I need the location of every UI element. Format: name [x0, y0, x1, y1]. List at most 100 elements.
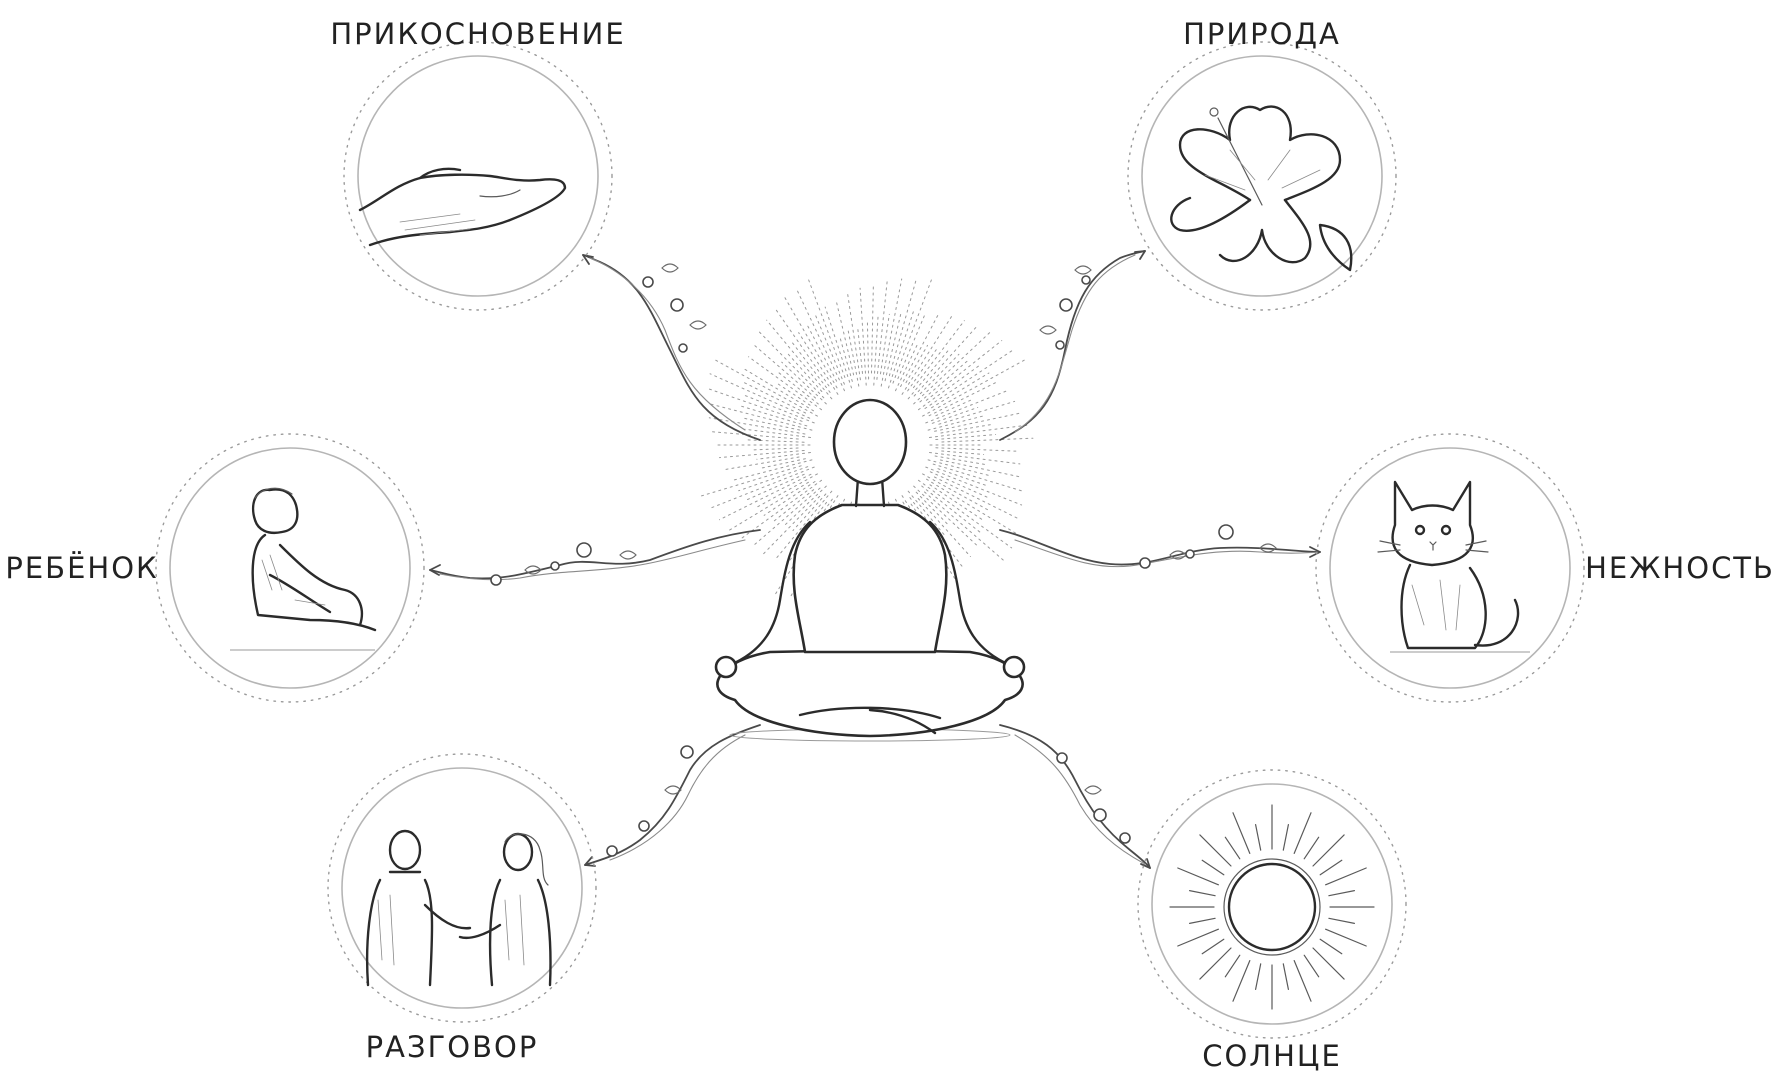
aura-ray: [756, 452, 811, 460]
aura-ray: [937, 468, 990, 487]
aura-ray: [742, 417, 801, 431]
aura-ray: [709, 466, 815, 509]
aura-ray: [924, 349, 1014, 409]
sun-ray: [1312, 947, 1345, 980]
sun-ray: [1254, 963, 1262, 991]
aura-ray: [763, 481, 816, 516]
sun-ray: [1303, 954, 1320, 978]
aura-ray: [873, 316, 879, 386]
aura-ray: [741, 393, 815, 424]
aura-ray: [795, 287, 845, 392]
aura-ray: [866, 320, 870, 380]
aura-ray: [744, 428, 811, 438]
aura-ray: [929, 452, 1021, 465]
sun-ray: [1201, 938, 1225, 955]
label-child: РЕБЁНОК: [5, 551, 158, 585]
aura-ray: [907, 346, 939, 392]
aura-ray: [913, 320, 965, 389]
aura-ray: [929, 471, 990, 499]
aura-ray: [907, 349, 949, 400]
vine-beads: [490, 275, 1234, 857]
aura-ray: [888, 277, 917, 377]
aura-ray: [724, 456, 800, 470]
aura-ray: [847, 293, 861, 381]
connector-vines: [429, 250, 1321, 869]
aura-ray: [738, 466, 809, 492]
aura-ray: [847, 330, 860, 387]
aura-ray: [746, 473, 805, 501]
aura-ray: [880, 313, 890, 375]
aura-ray: [787, 498, 833, 564]
aura-ray: [935, 399, 971, 417]
aura-ray: [940, 424, 991, 434]
aura-ray: [729, 481, 809, 531]
sun-ray: [1328, 889, 1356, 897]
aura-ray: [859, 287, 867, 386]
sun-ray: [1324, 867, 1367, 886]
aura-ray: [905, 344, 928, 384]
label-tenderness: НЕЖНОСТЬ: [1585, 551, 1774, 585]
aura-ray: [922, 359, 1025, 417]
aura-ray: [939, 459, 1023, 478]
aura-ray: [925, 340, 1003, 401]
aura-ray: [792, 493, 827, 531]
sun-ray: [1177, 928, 1220, 947]
sun-rays: [1169, 804, 1375, 1010]
aura-ray: [763, 495, 821, 555]
sun-ray: [1303, 836, 1320, 860]
sun-ray: [1254, 823, 1262, 851]
aura-ray: [742, 381, 806, 414]
sun-ray: [1324, 928, 1367, 947]
aura-ray: [824, 306, 852, 389]
sun-ray: [1282, 823, 1290, 851]
aura-ray: [941, 437, 1034, 443]
sun-ray: [1293, 959, 1312, 1002]
aura-ray: [719, 473, 812, 521]
sun-ray: [1312, 834, 1345, 867]
aura-ray: [791, 341, 831, 393]
aura-ray: [709, 373, 811, 419]
aura-ray: [926, 478, 1017, 535]
aura-ray: [917, 498, 971, 557]
aura-ray: [798, 332, 839, 395]
hibiscus-flower-icon: [1170, 105, 1353, 272]
aura-ray: [921, 485, 982, 534]
aura-ray: [782, 485, 827, 527]
sun-ray: [1199, 834, 1232, 867]
two-people-talking-icon: [365, 829, 552, 987]
aura-ray: [775, 382, 811, 406]
aura-ray: [708, 417, 806, 435]
aura-ray: [884, 312, 902, 382]
aura-ray: [761, 458, 806, 469]
aura-ray: [839, 336, 853, 382]
aura-ray: [712, 358, 818, 417]
label-touch: ПРИКОСНОВЕНИЕ: [330, 17, 625, 51]
node-conversation: РАЗГОВОР: [327, 753, 597, 1064]
aura-ray: [922, 473, 988, 511]
aura-ray: [929, 424, 1029, 438]
node-touch: ПРИКОСНОВЕНИЕ: [330, 17, 625, 311]
aura-ray: [931, 407, 979, 424]
aura-ray: [913, 332, 991, 405]
aura-ray: [752, 343, 816, 399]
label-sun: СОЛНЦЕ: [1202, 1039, 1342, 1073]
aura-ray: [935, 447, 1018, 452]
aura-ray: [925, 466, 1023, 506]
aura-ray: [934, 412, 1023, 432]
sitting-child-icon: [230, 487, 377, 651]
aura-ray: [938, 400, 1016, 425]
sun-ray: [1282, 963, 1290, 991]
aura-ray: [897, 311, 927, 380]
aura-ray: [913, 325, 978, 397]
vine-leaves: [524, 263, 1277, 795]
aura-ray: [708, 388, 803, 422]
aura-ray: [927, 459, 989, 476]
aura-ray: [857, 325, 863, 374]
aura-ray: [929, 484, 986, 522]
aura-ray: [900, 313, 940, 387]
aura-ray: [731, 459, 813, 482]
sun-ray: [1199, 947, 1232, 980]
aura-ray: [748, 356, 822, 411]
label-conversation: РАЗГОВОР: [366, 1030, 539, 1064]
aura-ray: [876, 280, 888, 380]
